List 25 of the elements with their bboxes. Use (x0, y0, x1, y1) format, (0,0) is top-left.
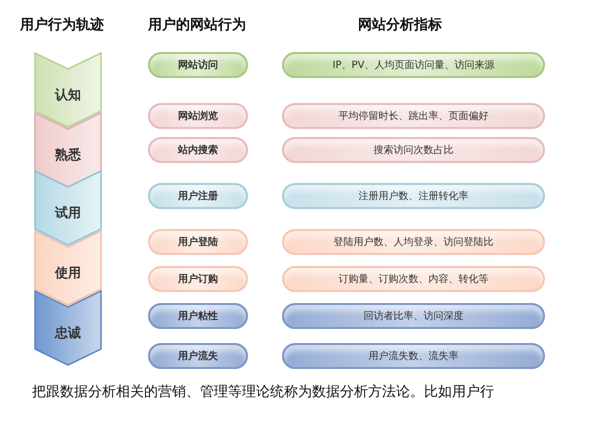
stage-panel: 试用 (34, 170, 102, 246)
behavior-pill: 用户粘性 (148, 303, 248, 329)
behavior-pill: 站内搜索 (148, 137, 248, 163)
behavior-pill: 网站访问 (148, 52, 248, 78)
metric-pill: 登陆用户数、人均登录、访问登陆比 (282, 229, 545, 255)
column-heading: 用户的网站行为 (148, 16, 246, 34)
behavior-pill: 用户登陆 (148, 229, 248, 255)
behavior-pill: 用户订购 (148, 266, 248, 292)
metric-pill: 用户流失数、流失率 (282, 343, 545, 369)
stage-panel: 认知 (34, 52, 102, 128)
metric-pill: 订购量、订购次数、内容、转化等 (282, 266, 545, 292)
metric-pill: 回访者比率、访问深度 (282, 303, 545, 329)
metric-pill: IP、PV、人均页面访问量、访问来源 (282, 52, 545, 78)
metric-pill: 搜索访问次数占比 (282, 137, 545, 163)
behavior-pill: 用户注册 (148, 183, 248, 209)
stage-panel: 熟悉 (34, 112, 102, 188)
stage-panel: 使用 (34, 230, 102, 306)
column-heading: 网站分析指标 (358, 16, 442, 34)
metric-pill: 平均停留时长、跳出率、页面偏好 (282, 103, 545, 129)
metric-pill: 注册用户数、注册转化率 (282, 183, 545, 209)
column-heading: 用户行为轨迹 (20, 16, 104, 34)
body-paragraph: 把跟数据分析相关的营销、管理等理论统称为数据分析方法论。比如用户行 (32, 383, 494, 401)
behavior-pill: 网站浏览 (148, 103, 248, 129)
stage-panel: 忠诚 (34, 290, 102, 366)
behavior-pill: 用户流失 (148, 343, 248, 369)
